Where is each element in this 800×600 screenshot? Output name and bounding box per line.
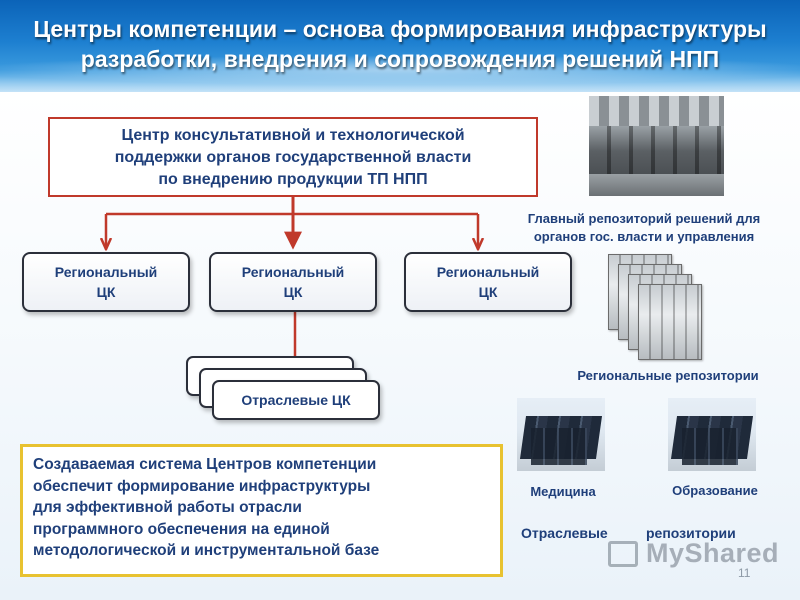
watermark-logo-icon [608, 541, 638, 567]
center-box-line2: поддержки органов государственной власти [114, 149, 472, 166]
summary-highlight-box: Создаваемая система Центров компетенции … [20, 444, 503, 577]
main-repository-caption: Главный репозиторий решений для органов … [500, 210, 788, 246]
server-racks-front [682, 428, 738, 465]
summary-line4: программного обеспечения на единой [33, 520, 330, 538]
education-repository-image [668, 398, 756, 471]
sector-repositories-caption-word1: Отраслевые [521, 525, 608, 541]
datacenter-floor [589, 174, 724, 196]
summary-line1: Создаваемая система Центров компетенции [33, 456, 377, 473]
regional-center-label-line1: Региональный [436, 264, 540, 280]
sector-repositories-caption-word2: репозитории [646, 525, 736, 541]
summary-line5: методологической и инструментальной базе [33, 542, 380, 559]
regional-center-box-1: Региональный ЦК [22, 252, 190, 312]
page-number: 11 [738, 566, 751, 580]
medicine-repository-image [517, 398, 605, 471]
sector-center-box: Отраслевые ЦК [212, 380, 380, 420]
header-glow [0, 70, 800, 92]
slide-title-line2: разработки, внедрения и сопровождения ре… [80, 46, 720, 72]
summary-line3: для эффективной работы отрасли [33, 499, 302, 516]
main-repository-caption-line1: Главный репозиторий решений для [527, 211, 761, 226]
datacenter-ceiling [589, 96, 724, 126]
central-competence-center-box: Центр консультативной и технологической … [48, 117, 538, 197]
regional-center-label-line1: Региональный [54, 264, 158, 280]
regional-center-box-2: Региональный ЦК [209, 252, 377, 312]
slide-title-line1: Центры компетенции – основа формирования… [33, 16, 767, 42]
regional-center-label-line2: ЦК [283, 284, 303, 300]
slide-title: Центры компетенции – основа формирования… [0, 14, 800, 74]
regional-center-label-line2: ЦК [478, 284, 498, 300]
header-banner [0, 0, 800, 92]
regional-center-box-3: Региональный ЦК [404, 252, 572, 312]
watermark-text: MyShared [646, 538, 780, 568]
regional-repository-image-4 [638, 284, 702, 360]
main-repository-caption-line2: органов гос. власти и управления [533, 229, 755, 244]
main-repository-datacenter-image [589, 96, 724, 196]
center-box-line3: по внедрению продукции ТП НПП [158, 171, 428, 188]
medicine-caption: Медицина [530, 484, 596, 499]
regional-repositories-caption: Региональные репозитории [577, 368, 759, 383]
education-caption: Образование [672, 483, 758, 498]
summary-line2: обеспечит формирование инфраструктуры [33, 477, 371, 495]
center-box-line1: Центр консультативной и технологической [121, 127, 465, 144]
server-racks-front [531, 428, 587, 465]
regional-center-label-line2: ЦК [96, 284, 116, 300]
sector-center-label: Отраслевые ЦК [241, 392, 351, 408]
regional-center-label-line1: Региональный [241, 264, 345, 280]
